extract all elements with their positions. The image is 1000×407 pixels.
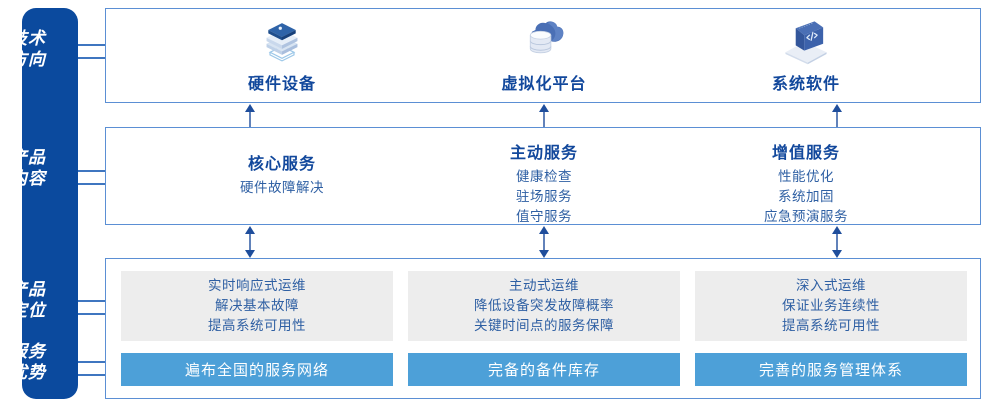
connector-line-advantage-top: [78, 361, 106, 363]
advantage-bar-label: 完善的服务管理体系: [758, 362, 903, 379]
tech-column-hardware[interactable]: 硬件设备: [136, 9, 428, 104]
content-item: 驻场服务: [516, 189, 572, 204]
server-stack-icon: [266, 23, 298, 62]
content-item: 应急预演服务: [764, 209, 848, 224]
arrow-up-icon-virtualization: [539, 104, 549, 127]
sidebar-label-product-positioning: 产品 定位: [0, 279, 56, 321]
content-item: 系统加固: [778, 189, 834, 204]
tech-title-system-software: 系统软件: [771, 76, 840, 93]
advantage-bar-1[interactable]: 遍布全国的服务网络: [121, 353, 393, 386]
cloud-database-icon: [529, 21, 564, 54]
content-title-value-added-service: 增值服务: [771, 145, 840, 162]
sidebar-label-line: 技术: [10, 29, 46, 48]
positioning-line: 关键时间点的服务保障: [474, 318, 614, 333]
content-column-value-added-service[interactable]: 增值服务 性能优化 系统加固 应急预演服务: [660, 128, 952, 226]
sidebar-label-line: 优势: [10, 363, 46, 382]
category-sidebar: [22, 8, 78, 399]
positioning-line: 降低设备突发故障概率: [474, 298, 614, 313]
connector-line-content-top: [78, 170, 106, 172]
positioning-line: 提高系统可用性: [782, 318, 880, 333]
advantage-bar-2[interactable]: 完备的备件库存: [408, 353, 680, 386]
content-item: 性能优化: [778, 169, 834, 184]
connector-line-content-bottom: [78, 183, 106, 185]
content-title-core-service: 核心服务: [247, 156, 316, 173]
arrow-up-down-icon-proactive: [539, 226, 549, 258]
connector-line-positioning-top: [78, 300, 106, 302]
sidebar-label-line: 内容: [10, 169, 46, 188]
laptop-code-icon: [785, 21, 827, 65]
sidebar-label-line: 产品: [10, 280, 46, 299]
advantage-bar-label: 完备的备件库存: [487, 362, 600, 379]
arrow-up-icon-system-software: [832, 104, 842, 127]
product-content-section: 核心服务 硬件故障解决 主动服务 健康检查 驻场服务 值守服务 增值服务 性能优…: [105, 127, 981, 225]
positioning-line: 主动式运维: [509, 278, 579, 293]
content-column-proactive-service[interactable]: 主动服务 健康检查 驻场服务 值守服务: [398, 128, 690, 226]
content-item: 值守服务: [516, 209, 572, 224]
tech-column-system-software[interactable]: 系统软件: [660, 9, 952, 104]
positioning-line: 保证业务连续性: [782, 298, 880, 313]
positioning-card-3[interactable]: 深入式运维 保证业务连续性 提高系统可用性: [695, 271, 967, 341]
connector-line-positioning-bottom: [78, 313, 106, 315]
arrow-up-icon-hardware: [245, 104, 255, 127]
sidebar-label-line: 方向: [10, 50, 46, 69]
sidebar-label-line: 产品: [10, 148, 46, 167]
sidebar-label-line: 定位: [10, 301, 46, 320]
technology-direction-section: 硬件设备 虚拟化平台: [105, 8, 981, 103]
positioning-line: 深入式运维: [796, 278, 866, 293]
sidebar-label-line: 服务: [10, 342, 46, 361]
positioning-card-1[interactable]: 实时响应式运维 解决基本故障 提高系统可用性: [121, 271, 393, 341]
positioning-line: 实时响应式运维: [208, 278, 306, 293]
sidebar-label-product-content: 产品 内容: [0, 147, 56, 189]
arrow-up-down-icon-value-added: [832, 226, 842, 258]
sidebar-label-technology-direction: 技术 方向: [0, 28, 56, 70]
connector-line-tech-top: [78, 44, 106, 46]
sidebar-label-service-advantage: 服务 优势: [0, 341, 56, 383]
content-item: 健康检查: [516, 169, 572, 184]
content-title-proactive-service: 主动服务: [509, 145, 578, 162]
positioning-line: 解决基本故障: [215, 298, 299, 313]
content-item: 硬件故障解决: [240, 180, 324, 195]
positioning-card-2[interactable]: 主动式运维 降低设备突发故障概率 关键时间点的服务保障: [408, 271, 680, 341]
tech-title-hardware: 硬件设备: [247, 76, 316, 93]
tech-title-virtualization: 虚拟化平台: [501, 76, 587, 93]
positioning-line: 提高系统可用性: [208, 318, 306, 333]
positioning-advantage-section: 实时响应式运维 解决基本故障 提高系统可用性 遍布全国的服务网络 主动式运维 降…: [105, 258, 981, 399]
arrow-up-down-icon-core: [245, 226, 255, 258]
content-column-core-service[interactable]: 核心服务 硬件故障解决: [136, 128, 428, 226]
advantage-bar-3[interactable]: 完善的服务管理体系: [695, 353, 967, 386]
tech-column-virtualization[interactable]: 虚拟化平台: [398, 9, 690, 104]
connector-line-tech-bottom: [78, 57, 106, 59]
connector-line-advantage-bottom: [78, 374, 106, 376]
advantage-bar-label: 遍布全国的服务网络: [184, 362, 329, 379]
